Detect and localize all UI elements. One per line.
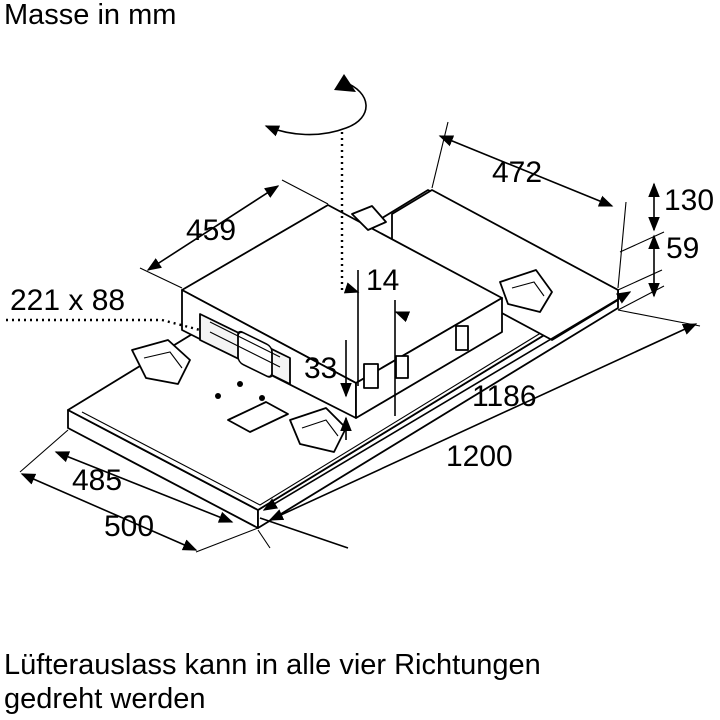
dim-59-label: 59: [666, 232, 699, 265]
caption-line-1: Lüfterauslass kann in alle vier Richtung…: [4, 649, 541, 681]
caption: Lüfterauslass kann in alle vier Richtung…: [4, 648, 716, 716]
dim-1200-label: 1200: [446, 440, 513, 473]
dim-459: [139, 179, 329, 289]
caption-line-2: gedreht werden: [4, 683, 206, 715]
dim-33-label: 33: [304, 352, 337, 385]
dim-472-label: 472: [492, 156, 542, 189]
dim-130-59: [617, 182, 665, 311]
dim-221x88-label: 221 x 88: [10, 284, 125, 317]
dim-485-label: 485: [72, 464, 122, 497]
page-title: Masse in mm: [4, 0, 177, 31]
rotation-arrow-icon: [264, 74, 367, 290]
dim-459-label: 459: [186, 214, 236, 247]
dim-1186-label: 1186: [472, 380, 537, 413]
dim-14-label: 14: [366, 264, 399, 297]
dim-500-label: 500: [104, 510, 154, 543]
dim-472: [431, 121, 627, 289]
dim-485-500: [19, 429, 259, 553]
dim-221x88: [6, 318, 201, 332]
dim-130-label: 130: [664, 184, 714, 217]
dim-1186-1200: [257, 291, 701, 549]
